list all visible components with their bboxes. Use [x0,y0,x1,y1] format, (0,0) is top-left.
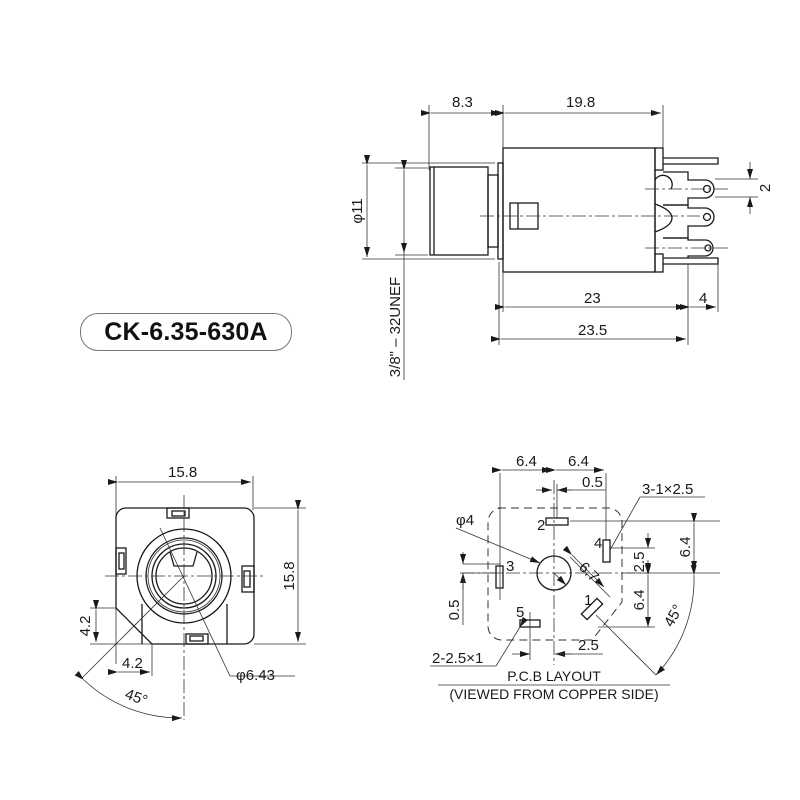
dim-chamfer-h: 4.2 [122,655,143,672]
pin-label-2: 2 [537,517,545,534]
dim-angle: 45° [123,686,150,710]
pcb-layout: 2 4 3 5 1 6.4 6.4 0.5 3-1×2.5 φ4 6.7 [430,453,720,702]
pin-label-1: 1 [584,592,592,609]
dim-width: 15.8 [168,464,197,481]
dim-bottom-offset: 2.5 [578,637,599,654]
dim-hole: φ4 [456,512,474,529]
dim-left-slot: 0.5 [446,600,463,621]
pin-label-3: 3 [506,558,514,575]
part-number: CK-6.35-630A [104,317,268,346]
pin-label-4: 4 [594,535,602,552]
dim-pin-length: 4 [699,290,707,307]
dim-thread: 3/8" – 32UNEF [387,277,404,377]
dim-right-offset: 6.4 [568,453,589,470]
dim-right-down: 6.4 [631,590,648,611]
dim-far-right: 6.4 [677,537,694,558]
pcb-title: P.C.B LAYOUT [507,668,601,684]
dim-front-length: 8.3 [452,94,473,111]
pin-1-slot [580,597,604,621]
pcb-subtitle: (VIEWED FROM COPPER SIDE) [449,686,658,702]
front-view: 15.8 φ6.43 4.2 4.2 45° [74,464,306,722]
dim-pin-pitch: 2 [757,184,774,192]
pin-4-slot [602,539,611,563]
dim-diameter: φ11 [349,198,366,223]
dim-diag: 6.7 [575,559,602,586]
dim-body-length: 19.8 [566,94,595,111]
part-number-badge: CK-6.35-630A [80,313,292,351]
pin-3-slot [495,565,504,589]
dim-pcb-angle: 45° [661,602,687,630]
slot-spec-a: 3-1×2.5 [642,481,693,498]
dim-height: 15.8 [281,561,298,590]
slot-spec-b: 2-2.5×1 [432,650,483,667]
dim-overall: 23.5 [578,322,607,339]
pin-2-slot [545,517,569,526]
dim-chamfer-v: 4.2 [77,616,94,637]
pin-label-5: 5 [516,604,524,621]
side-view: 8.3 19.8 2 [349,94,774,380]
dim-slot-width: 0.5 [582,474,603,491]
dim-left-offset: 6.4 [516,453,537,470]
dim-right-up: 2.5 [631,552,648,573]
dim-bore: φ6.43 [236,667,275,684]
dim-body-total: 23 [584,290,601,307]
